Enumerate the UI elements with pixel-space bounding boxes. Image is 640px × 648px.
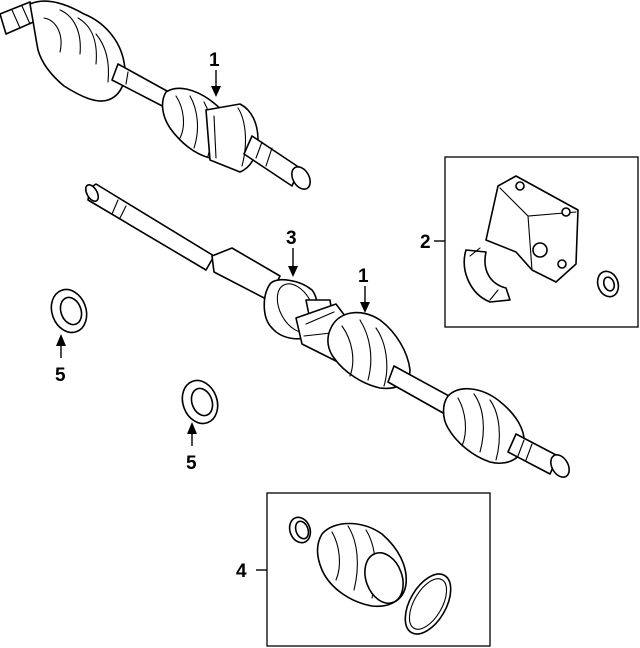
callout-3: 3 bbox=[286, 228, 297, 249]
callout-4: 4 bbox=[236, 561, 247, 582]
bracket-detail-box bbox=[444, 156, 639, 328]
seal-left bbox=[50, 288, 88, 334]
upper-axle-shaft bbox=[0, 0, 311, 190]
callout-5-left-leader bbox=[56, 334, 66, 358]
callout-5-mid: 5 bbox=[186, 453, 197, 474]
boot-kit bbox=[288, 516, 452, 635]
seal-middle bbox=[181, 379, 219, 425]
callout-1-top-leader bbox=[211, 70, 221, 97]
callout-3-leader bbox=[288, 248, 298, 277]
lower-axle-shaft bbox=[84, 183, 570, 478]
callout-5-left: 5 bbox=[55, 365, 66, 386]
support-bracket bbox=[463, 175, 620, 303]
callout-1-top: 1 bbox=[209, 50, 220, 71]
callout-1-mid: 1 bbox=[358, 266, 369, 287]
callout-1-mid-leader bbox=[360, 286, 370, 313]
callout-2: 2 bbox=[420, 232, 431, 253]
callout-5-mid-leader bbox=[187, 422, 197, 446]
